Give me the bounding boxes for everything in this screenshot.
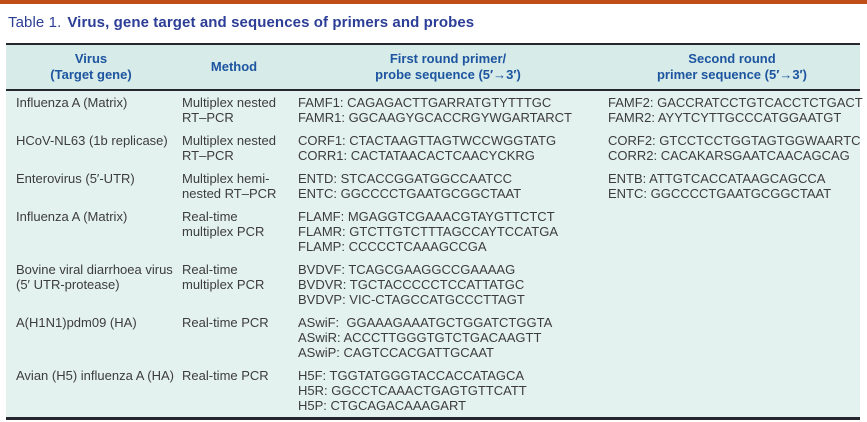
text-line: HCoV-NL63 (1b replicase): [16, 133, 168, 148]
virus-cell: Enterovirus (5′-UTR): [6, 171, 176, 201]
text-line: FLAMR: GTCTTGTCTTTAGCCAYTCCATGA: [298, 224, 558, 239]
table-row: Bovine viral diarrhoea virus(5′ UTR-prot…: [6, 258, 860, 311]
text-line: H5P: CTGCAGACAAAGART: [298, 398, 467, 413]
second-round-cell: [604, 368, 860, 413]
text-line: RT–PCR: [182, 110, 234, 125]
header-virus-target-gene: Virus (Target gene): [6, 45, 176, 89]
text-line: multiplex PCR: [182, 277, 265, 292]
text-line: FAMF1: CAGAGACTTGARRATGTYTTTGC: [298, 95, 552, 110]
header-line: primer sequence (5′→3′): [656, 67, 807, 82]
text-line: FLAMP: CCCCCTCAAAGCCGA: [298, 239, 487, 254]
header-first-round-primer: First round primer/ probe sequence (5′→3…: [292, 45, 604, 89]
top-accent-rule: [0, 0, 867, 4]
virus-cell: Influenza A (Matrix): [6, 95, 176, 125]
text-line: A(H1N1)pdm09 (HA): [16, 315, 137, 330]
text-line: ENTC: GGCCCCTGAATGCGGCTAAT: [298, 186, 522, 201]
primers-table: Virus (Target gene) Method First round p…: [6, 43, 863, 420]
header-line: Second round: [688, 51, 776, 66]
text-line: (5′ UTR-protease): [16, 277, 120, 292]
text-line: Enterovirus (5′-UTR): [16, 171, 135, 186]
method-cell: Multiplex hemi-nested RT–PCR: [176, 171, 292, 201]
text-line: CORF2: GTCCTCCTGGTAGTGGWAARTC: [608, 133, 861, 148]
text-line: RT–PCR: [182, 148, 234, 163]
table-row: A(H1N1)pdm09 (HA) Real-time PCR ASwiF: GGA…: [6, 311, 860, 364]
virus-cell: Bovine viral diarrhoea virus(5′ UTR-prot…: [6, 262, 176, 307]
text-line: Influenza A (Matrix): [16, 209, 128, 224]
text-line: Bovine viral diarrhoea virus: [16, 262, 173, 277]
text-line: nested RT–PCR: [182, 186, 277, 201]
header-line: Method: [210, 59, 258, 74]
text-line: FLAMF: MGAGGTCGAAACGTAYGTTCTCT: [298, 209, 555, 224]
text-line: CORR1: CACTATAACACTCAACYCKRG: [298, 148, 535, 163]
text-line: Real-time PCR: [182, 368, 269, 383]
text-line: Real-time PCR: [182, 315, 269, 330]
text-line: ENTB: ATTGTCACCATAAGCAGCCA: [608, 171, 826, 186]
virus-cell: A(H1N1)pdm09 (HA): [6, 315, 176, 360]
text-line: CORF1: CTACTAAGTTAGTWCCWGGTATG: [298, 133, 557, 148]
text-line: Multiplex nested: [182, 133, 276, 148]
text-line: Multiplex nested: [182, 95, 276, 110]
header-method: Method: [176, 45, 292, 89]
text-line: BVDVF: TCAGCGAAGGCCGAAAAG: [298, 262, 516, 277]
virus-cell: Avian (H5) influenza A (HA): [6, 368, 176, 413]
header-line: Virus: [74, 51, 108, 66]
text-line: BVDVP: VIC-CTAGCCATGCCCTTAGT: [298, 292, 525, 307]
method-cell: Real-time PCR: [176, 315, 292, 360]
table-caption: Table 1. Virus, gene target and sequences…: [8, 14, 867, 31]
text-line: Real-time: [182, 209, 238, 224]
text-line: Influenza A (Matrix): [16, 95, 128, 110]
table-title: Virus, gene target and sequences of prim…: [67, 14, 475, 31]
text-line: Multiplex hemi-: [182, 171, 270, 186]
text-line: multiplex PCR: [182, 224, 265, 239]
header-line: probe sequence (5′→3′): [375, 67, 521, 82]
table-row: Enterovirus (5′-UTR) Multiplex hemi-neste…: [6, 167, 860, 205]
text-line: ASwiR: ACCCTTGGGTGTCTGACAAGTT: [298, 330, 542, 345]
text-line: H5F: TGGTATGGGTACCACCATAGCA: [298, 368, 525, 383]
second-round-cell: [604, 315, 860, 360]
text-line: Avian (H5) influenza A (HA): [16, 368, 174, 383]
text-line: FAMR1: GGCAAGYGCACCRGYWGARTARCT: [298, 110, 572, 125]
second-round-cell: [604, 209, 860, 254]
method-cell: Real-time PCR: [176, 368, 292, 413]
header-line: First round primer/: [389, 51, 507, 66]
virus-cell: HCoV-NL63 (1b replicase): [6, 133, 176, 163]
table-header-row: Virus (Target gene) Method First round p…: [6, 43, 860, 91]
table-row: Avian (H5) influenza A (HA) Real-time PCR…: [6, 364, 860, 417]
table-number: Table 1.: [8, 14, 62, 31]
table-row: HCoV-NL63 (1b replicase) Multiplex nested…: [6, 129, 863, 167]
text-line: ENTC: GGCCCCTGAATGCGGCTAAT: [608, 186, 832, 201]
text-line: ENTD: STCACCGGATGGCCAATCC: [298, 171, 513, 186]
text-line: ASwiP: CAGTCCACGATTGCAAT: [298, 345, 494, 360]
header-line: (Target gene): [50, 67, 132, 82]
text-line: FAMF2: GACCRATCCTGTCACCTCTGACT: [608, 95, 863, 110]
text-line: ASwiF: GGAAAGAAATGCTGGATCTGGTA: [298, 315, 553, 330]
text-line: CORR2: CACAKARSGAATCAACAGCAG: [608, 148, 850, 163]
text-line: H5R: GGCCTCAAACTGAGTGTTCATT: [298, 383, 527, 398]
text-line: Real-time: [182, 262, 238, 277]
text-line: FAMR2: AYYTCYTTGCCCATGGAATGT: [608, 110, 842, 125]
text-line: BVDVR: TGCTACCCCCTCCATTATGC: [298, 277, 525, 292]
virus-cell: Influenza A (Matrix): [6, 209, 176, 254]
header-second-round-primer: Second round primer sequence (5′→3′): [604, 45, 860, 89]
second-round-cell: [604, 262, 860, 307]
